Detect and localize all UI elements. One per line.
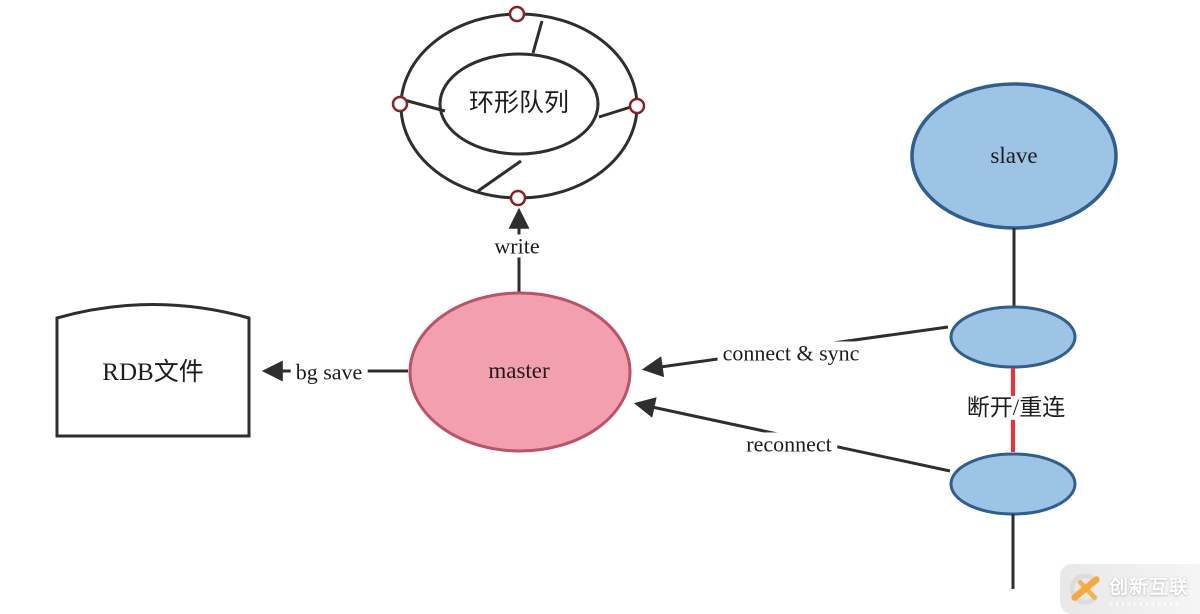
- master-node: [408, 291, 632, 453]
- brand-name: 创新互联: [1109, 577, 1190, 598]
- slave-label: slave: [990, 142, 1038, 168]
- rdb-file-label: RDB文件: [102, 358, 204, 386]
- brand-logo-cross: [1077, 580, 1097, 600]
- brand-logo-ring: [1069, 573, 1098, 605]
- ring-queue-label: 环形队列: [468, 89, 570, 117]
- bg-save-label: bg save: [290, 360, 368, 384]
- ring-port-top: [508, 5, 526, 23]
- ring-spoke-bottom: [477, 159, 522, 193]
- reconnect-label: reconnect: [741, 432, 837, 456]
- ring-queue-inner: [438, 52, 600, 156]
- ring-port-right: [628, 97, 646, 115]
- brand-logo-icon: [1069, 573, 1100, 605]
- connect-sync-label: connect & sync: [717, 341, 865, 365]
- watermark: 创新互联: [1060, 564, 1200, 614]
- master-label: master: [488, 357, 550, 383]
- ring-spoke-right: [598, 104, 635, 119]
- replication-buffer-bottom: [949, 452, 1077, 516]
- brand-tagline: [1109, 602, 1179, 606]
- rdb-file-shape: [55, 303, 251, 438]
- replication-buffer-top: [949, 305, 1077, 369]
- disconnect-label: 断开/重连: [961, 395, 1071, 421]
- ring-port-bottom: [509, 189, 527, 207]
- write-label: write: [489, 234, 545, 258]
- ring-port-left: [391, 95, 409, 113]
- ring-spoke-left: [403, 98, 446, 113]
- ring-spoke-top: [531, 20, 544, 54]
